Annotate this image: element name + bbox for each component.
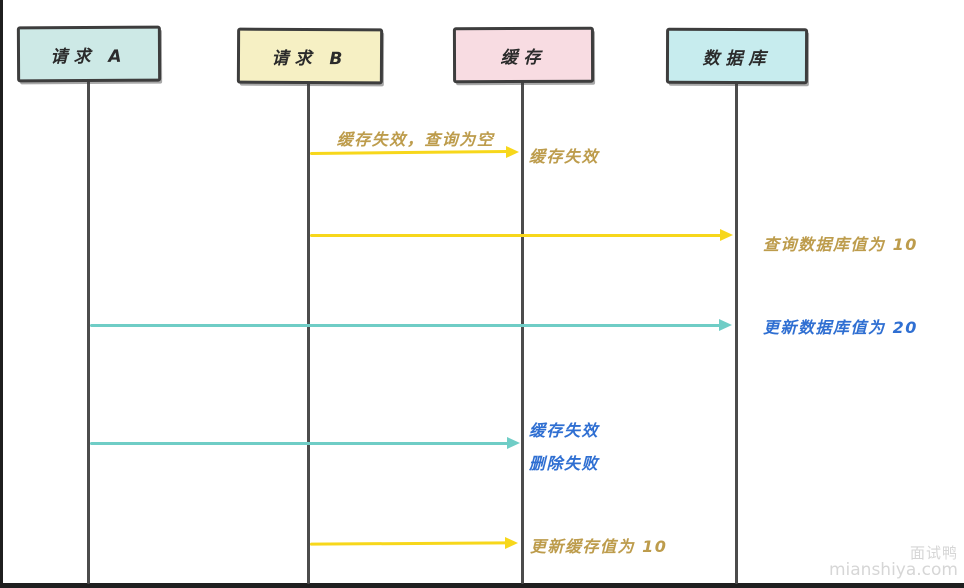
arrowhead-icon [505,537,518,549]
message-label-update-db-20: 更新数据库值为 20 [763,318,918,337]
actor-label-request-a: 请求 A [50,46,128,67]
lifeline-request-a [87,80,90,584]
actor-box-request-b: 请求 B [236,27,384,85]
frame-left-border [0,0,3,588]
watermark-brand: 面试鸭 [909,543,958,562]
actor-box-cache: 缓存 [452,26,595,84]
arrowhead-icon [506,146,519,158]
frame-bottom-border [0,583,964,588]
actor-label-request-b: 请求 B [271,48,349,69]
message-label-update-cache-10: 更新缓存值为 10 [530,537,668,556]
message-label-cache-invalid-1: 缓存失效 [529,147,600,166]
message-label-cache-invalid-2: 缓存失效 [529,421,600,440]
message-label-delete-failed: 删除失败 [529,454,600,473]
actor-label-cache: 缓存 [500,47,547,68]
lifeline-database [735,80,738,584]
arrowhead-icon [507,437,520,449]
arrowhead-icon [719,319,732,331]
arrow-b-to-cache-2 [309,541,508,546]
watermark-url: mianshiya.com [828,560,958,581]
actor-box-database: 数据库 [665,27,809,85]
arrow-b-to-cache-1 [309,149,509,156]
arrow-b-to-database [310,234,722,237]
arrow-a-to-database [90,324,721,327]
actor-label-database: 数据库 [702,48,772,69]
lifeline-request-b [307,80,310,584]
actor-box-request-a: 请求 A [16,25,162,83]
arrow-a-to-cache [90,442,509,445]
message-label-cache-miss-query-empty: 缓存失效，查询为空 [336,130,495,149]
lifeline-cache [521,80,524,584]
arrowhead-icon [720,229,733,241]
message-label-query-db-10: 查询数据库值为 10 [763,235,918,254]
